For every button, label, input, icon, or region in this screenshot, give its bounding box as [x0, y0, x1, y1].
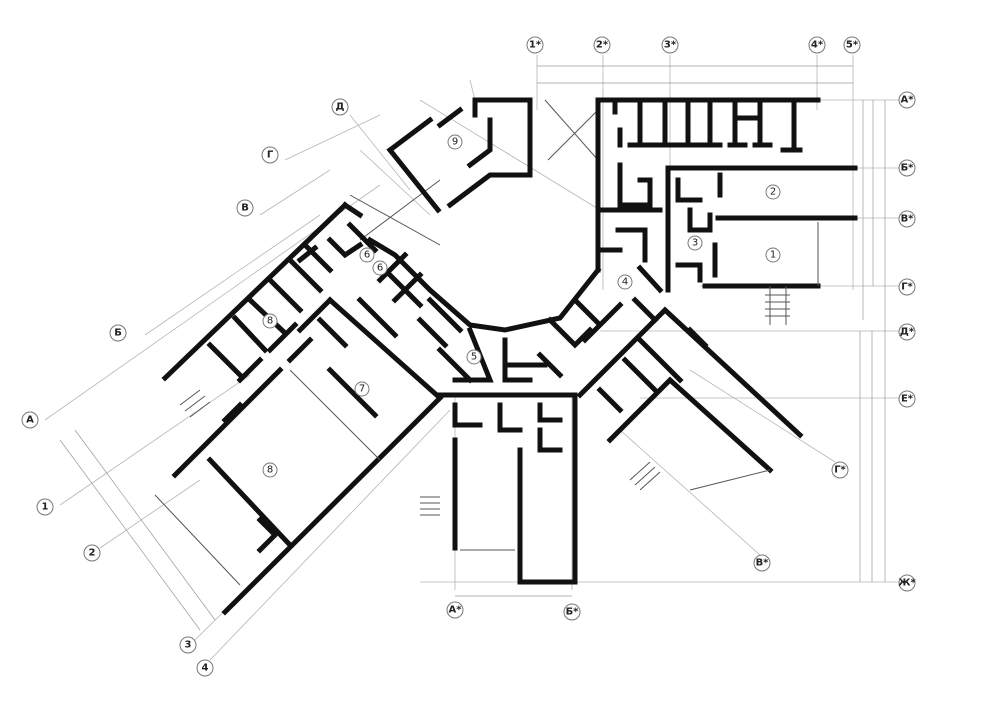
svg-text:6: 6	[364, 250, 370, 261]
svg-text:1: 1	[770, 250, 776, 261]
svg-text:А*: А*	[901, 95, 915, 106]
axis-marker-right-zh: Ж*	[898, 574, 916, 592]
axis-marker-right-v: В*	[898, 210, 916, 228]
room-label-7: 7	[354, 381, 370, 397]
room-label-3: 3	[687, 235, 703, 251]
axis-marker-top-4: 4*	[808, 36, 826, 54]
svg-text:7: 7	[359, 384, 365, 395]
svg-text:Г: Г	[267, 150, 274, 161]
svg-text:4: 4	[202, 663, 209, 674]
svg-text:2: 2	[770, 187, 776, 198]
svg-text:В*: В*	[901, 214, 915, 225]
axis-marker-bottom-v: В*	[753, 554, 771, 572]
room-label-2: 2	[765, 184, 781, 200]
axis-markers: 1* 2* 3* 4* 5* А* Б* В* Г* Д* Е* Ж* А Б …	[21, 36, 916, 677]
svg-text:6: 6	[377, 263, 383, 274]
axis-marker-left-1: 1	[36, 498, 54, 516]
svg-text:В: В	[241, 203, 249, 214]
svg-text:Б*: Б*	[566, 607, 580, 618]
room-label-9: 9	[447, 134, 463, 150]
svg-text:В*: В*	[756, 558, 770, 569]
room-label-8a: 8	[262, 313, 278, 329]
svg-text:А*: А*	[449, 605, 463, 616]
room-label-8b: 8	[262, 462, 278, 478]
svg-text:2*: 2*	[596, 40, 609, 51]
room-label-4: 4	[617, 274, 633, 290]
axis-marker-left-b: Б	[109, 324, 127, 342]
axis-marker-bottom-b: Б*	[563, 603, 581, 621]
svg-text:5*: 5*	[846, 40, 859, 51]
svg-text:5: 5	[471, 352, 477, 363]
svg-text:Г*: Г*	[834, 465, 846, 476]
room-label-6b: 6	[372, 260, 388, 276]
axis-marker-right-g: Г*	[898, 278, 916, 296]
svg-text:1: 1	[42, 502, 49, 513]
svg-text:Ж*: Ж*	[898, 578, 916, 589]
axis-marker-top-1: 1*	[526, 36, 544, 54]
walls	[154, 97, 858, 616]
axis-marker-right-d: Д*	[898, 323, 916, 341]
axis-marker-right-e: Е*	[898, 390, 916, 408]
room-label-6a: 6	[359, 247, 375, 263]
room-label-1: 1	[765, 247, 781, 263]
stairs	[179, 294, 790, 516]
room-label-5: 5	[466, 349, 482, 365]
svg-text:8: 8	[267, 465, 273, 476]
grid-lines	[44, 55, 900, 661]
axis-marker-top-3: 3*	[661, 36, 679, 54]
axis-marker-top-2: 2*	[593, 36, 611, 54]
svg-text:А: А	[26, 415, 34, 426]
svg-text:4: 4	[622, 277, 628, 288]
svg-text:2: 2	[89, 548, 96, 559]
svg-text:Б*: Б*	[901, 163, 915, 174]
axis-marker-left-4: 4	[196, 659, 214, 677]
svg-text:Б: Б	[114, 328, 122, 339]
svg-text:3: 3	[692, 238, 698, 249]
svg-text:Г*: Г*	[901, 282, 913, 293]
axis-marker-left-v: В	[236, 199, 254, 217]
axis-marker-left-3: 3	[179, 636, 197, 654]
svg-text:9: 9	[452, 137, 458, 148]
svg-text:1*: 1*	[529, 40, 542, 51]
svg-text:Д*: Д*	[900, 327, 915, 338]
svg-text:Е*: Е*	[901, 394, 914, 405]
axis-marker-left-g: Г	[261, 146, 279, 164]
svg-text:3*: 3*	[664, 40, 677, 51]
svg-text:Д: Д	[336, 102, 345, 113]
svg-text:4*: 4*	[811, 40, 824, 51]
svg-text:3: 3	[185, 640, 192, 651]
room-labels: 1 2 3 4 5 6 6 7 8 8 9	[262, 134, 781, 478]
axis-marker-left-d: Д	[331, 98, 349, 116]
svg-text:8: 8	[267, 316, 273, 327]
axis-marker-bottom-a: А*	[446, 601, 464, 619]
axis-marker-right-a: А*	[898, 91, 916, 109]
axis-marker-top-5: 5*	[843, 36, 861, 54]
axis-marker-bottom-g: Г*	[831, 461, 849, 479]
axis-marker-right-b: Б*	[898, 159, 916, 177]
axis-marker-left-2: 2	[83, 544, 101, 562]
axis-marker-left-a: А	[21, 411, 39, 429]
